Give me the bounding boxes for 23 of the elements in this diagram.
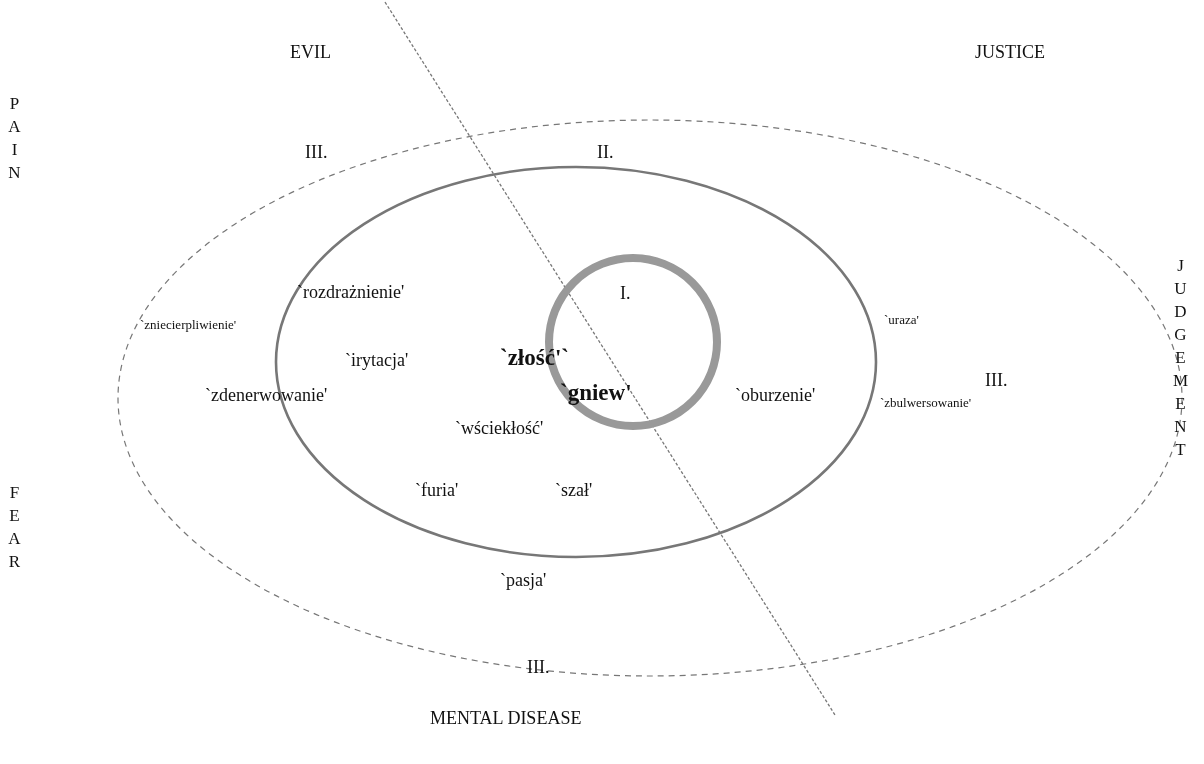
emotion-word: `pasja': [500, 569, 547, 591]
emotion-word: `furia': [415, 479, 459, 501]
emotion-word: `wściekłość': [455, 417, 544, 439]
emotion-word: `zbulwersowanie': [880, 395, 972, 411]
axis-label: FEAR: [7, 482, 22, 573]
emotion-word: `irytacja': [345, 349, 409, 371]
axis-label: JUDGEMENT: [1172, 255, 1189, 461]
emotion-word: `oburzenie': [735, 384, 816, 406]
emotion-word: `zniecierpliwienie': [140, 317, 237, 333]
emotion-word: `rozdrażnienie': [297, 281, 405, 303]
region-number: I.: [620, 282, 631, 304]
axis-label: JUSTICE: [975, 41, 1045, 63]
axis-label: MENTAL DISEASE: [430, 707, 582, 729]
axis-label: PAIN: [7, 93, 22, 184]
emotion-word: `szał': [555, 479, 593, 501]
axis-label: EVIL: [290, 41, 331, 63]
emotion-word: `uraza': [884, 312, 919, 328]
region-number: III.: [305, 141, 328, 163]
region-number: II.: [597, 141, 614, 163]
region-number: III.: [527, 656, 550, 678]
emotion-word: `gniew': [560, 380, 632, 406]
emotion-word: `złość'`: [500, 345, 569, 371]
region-number: III.: [985, 369, 1008, 391]
